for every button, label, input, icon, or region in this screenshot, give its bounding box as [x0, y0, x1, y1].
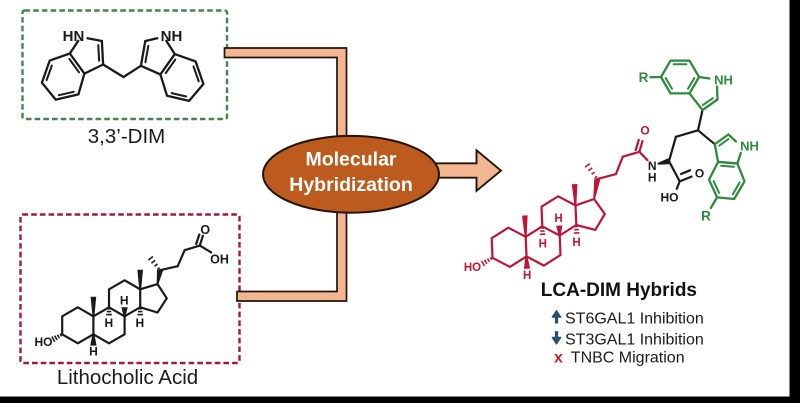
svg-text:Hybridization: Hybridization: [289, 174, 413, 196]
svg-text:O: O: [640, 124, 649, 138]
svg-text:H: H: [523, 270, 531, 282]
svg-text:R: R: [701, 208, 711, 223]
svg-text:HO: HO: [661, 191, 679, 205]
svg-text:x: x: [554, 349, 563, 366]
svg-text:O: O: [695, 166, 704, 180]
svg-text:NH: NH: [740, 138, 759, 153]
svg-text:NH: NH: [714, 72, 733, 87]
svg-text:H: H: [89, 344, 98, 358]
svg-text:HN: HN: [63, 28, 85, 45]
svg-text:Lithocholic Acid: Lithocholic Acid: [57, 366, 198, 389]
svg-text:H: H: [120, 293, 129, 307]
svg-text:N: N: [648, 159, 657, 173]
svg-text:O: O: [200, 223, 210, 237]
svg-text:OH: OH: [210, 253, 229, 267]
svg-text:NH: NH: [161, 28, 183, 45]
svg-text:3,3’-DIM: 3,3’-DIM: [88, 125, 165, 148]
svg-text:HO: HO: [464, 262, 481, 274]
svg-text:R: R: [639, 70, 649, 85]
svg-text:H: H: [554, 213, 562, 225]
svg-text:H: H: [135, 316, 144, 330]
svg-text:H: H: [572, 237, 580, 249]
svg-text:ST3GAL1 Inhibition: ST3GAL1 Inhibition: [565, 331, 704, 348]
svg-text:HO: HO: [35, 335, 53, 349]
svg-text:H: H: [104, 316, 113, 330]
svg-text:Molecular: Molecular: [305, 149, 396, 171]
svg-text:H: H: [648, 171, 657, 185]
svg-text:TNBC Migration: TNBC Migration: [571, 349, 685, 366]
svg-text:H: H: [539, 238, 547, 250]
svg-text:ST6GAL1 Inhibition: ST6GAL1 Inhibition: [565, 310, 704, 327]
svg-text:LCA-DIM Hybrids: LCA-DIM Hybrids: [541, 280, 697, 301]
